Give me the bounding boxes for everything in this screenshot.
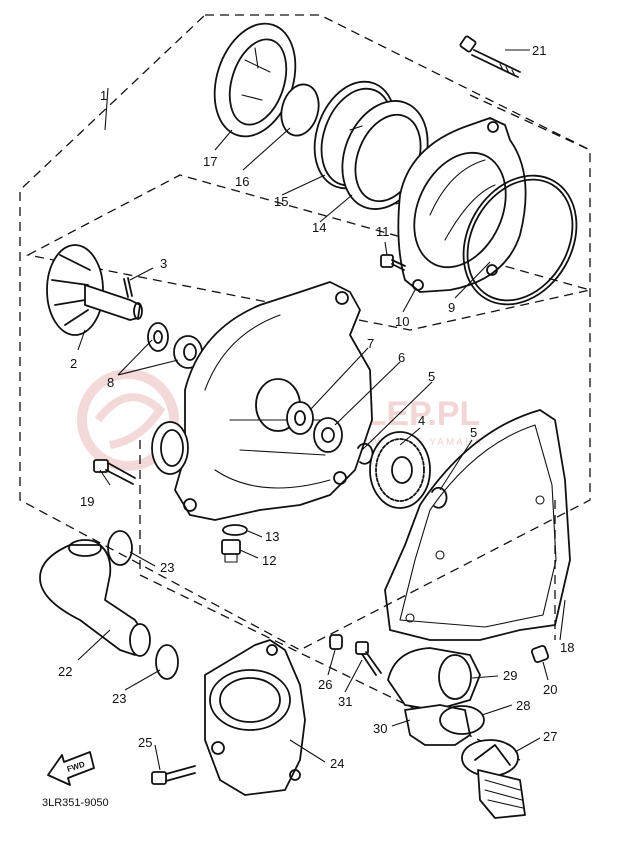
callout-6: 6 xyxy=(398,350,405,365)
part-17-seal xyxy=(213,22,297,138)
part-3-pin xyxy=(123,277,133,298)
callout-18: 18 xyxy=(560,640,574,655)
callout-9: 9 xyxy=(448,300,455,315)
part-20-dowel xyxy=(530,644,550,664)
callout-5b: 5 xyxy=(470,425,477,440)
callout-30: 30 xyxy=(373,721,387,736)
part-21-bolt xyxy=(459,35,521,78)
part-27-thermostat xyxy=(461,739,526,819)
part-18-gasket xyxy=(384,409,571,641)
callout-23a: 23 xyxy=(160,560,174,575)
part-25-bolt xyxy=(151,765,196,785)
callout-31: 31 xyxy=(338,694,352,709)
part-29-cover xyxy=(387,647,481,711)
callout-20: 20 xyxy=(543,682,557,697)
callout-13: 13 xyxy=(265,529,279,544)
callout-28: 28 xyxy=(516,698,530,713)
callout-11: 11 xyxy=(376,224,390,239)
callout-21: 21 xyxy=(532,43,546,58)
callout-8: 8 xyxy=(107,375,114,390)
part-30-cover xyxy=(404,704,471,746)
part-28-oring xyxy=(439,705,485,735)
part-16-washer xyxy=(280,83,320,137)
part-13-oring xyxy=(222,524,248,536)
part-23b-oring xyxy=(155,644,179,680)
callout-10: 10 xyxy=(395,314,409,329)
callout-27: 27 xyxy=(543,729,557,744)
callout-16: 16 xyxy=(235,174,249,189)
part-5a-circlip xyxy=(357,442,374,465)
callout-19: 19 xyxy=(80,494,94,509)
part-4-gear xyxy=(369,431,431,509)
callout-4: 4 xyxy=(418,413,425,428)
part-5b-circlip xyxy=(431,486,448,509)
callout-25: 25 xyxy=(138,735,152,750)
part-8-seals xyxy=(147,322,203,369)
callout-labels: 1 2 3 4 5 5 6 7 8 9 10 11 12 13 14 15 16… xyxy=(58,43,574,771)
part-10-pump-cover xyxy=(397,117,527,293)
part-26-dowel xyxy=(329,634,343,650)
callout-12: 12 xyxy=(262,553,276,568)
callout-29: 29 xyxy=(503,668,517,683)
part-6-bearing xyxy=(313,417,343,453)
part-2-impeller xyxy=(46,244,143,336)
assembly-boundary xyxy=(19,14,591,761)
callout-23b: 23 xyxy=(112,691,126,706)
part-31-bolt xyxy=(355,641,382,676)
callout-22: 22 xyxy=(58,664,72,679)
part-housing xyxy=(151,281,373,521)
callout-24: 24 xyxy=(330,756,344,771)
part-22-elbow xyxy=(39,539,151,657)
part-12-plug xyxy=(221,539,241,563)
part-24-housing xyxy=(204,639,306,796)
callout-3: 3 xyxy=(160,256,167,271)
part-9-oring xyxy=(462,174,578,306)
callout-5a: 5 xyxy=(428,369,435,384)
leader-lines xyxy=(77,49,566,771)
fwd-arrow-icon: FWD xyxy=(47,751,95,786)
callout-7: 7 xyxy=(367,336,374,351)
callout-14: 14 xyxy=(312,220,326,235)
callout-26: 26 xyxy=(318,677,332,692)
callout-15: 15 xyxy=(274,194,288,209)
callout-1: 1 xyxy=(100,88,107,103)
part-7-bearing xyxy=(286,401,314,435)
callout-17: 17 xyxy=(203,154,217,169)
callout-2: 2 xyxy=(70,356,77,371)
part-23a-oring xyxy=(107,530,133,566)
diagram-code: 3LR351-9050 xyxy=(42,797,109,809)
